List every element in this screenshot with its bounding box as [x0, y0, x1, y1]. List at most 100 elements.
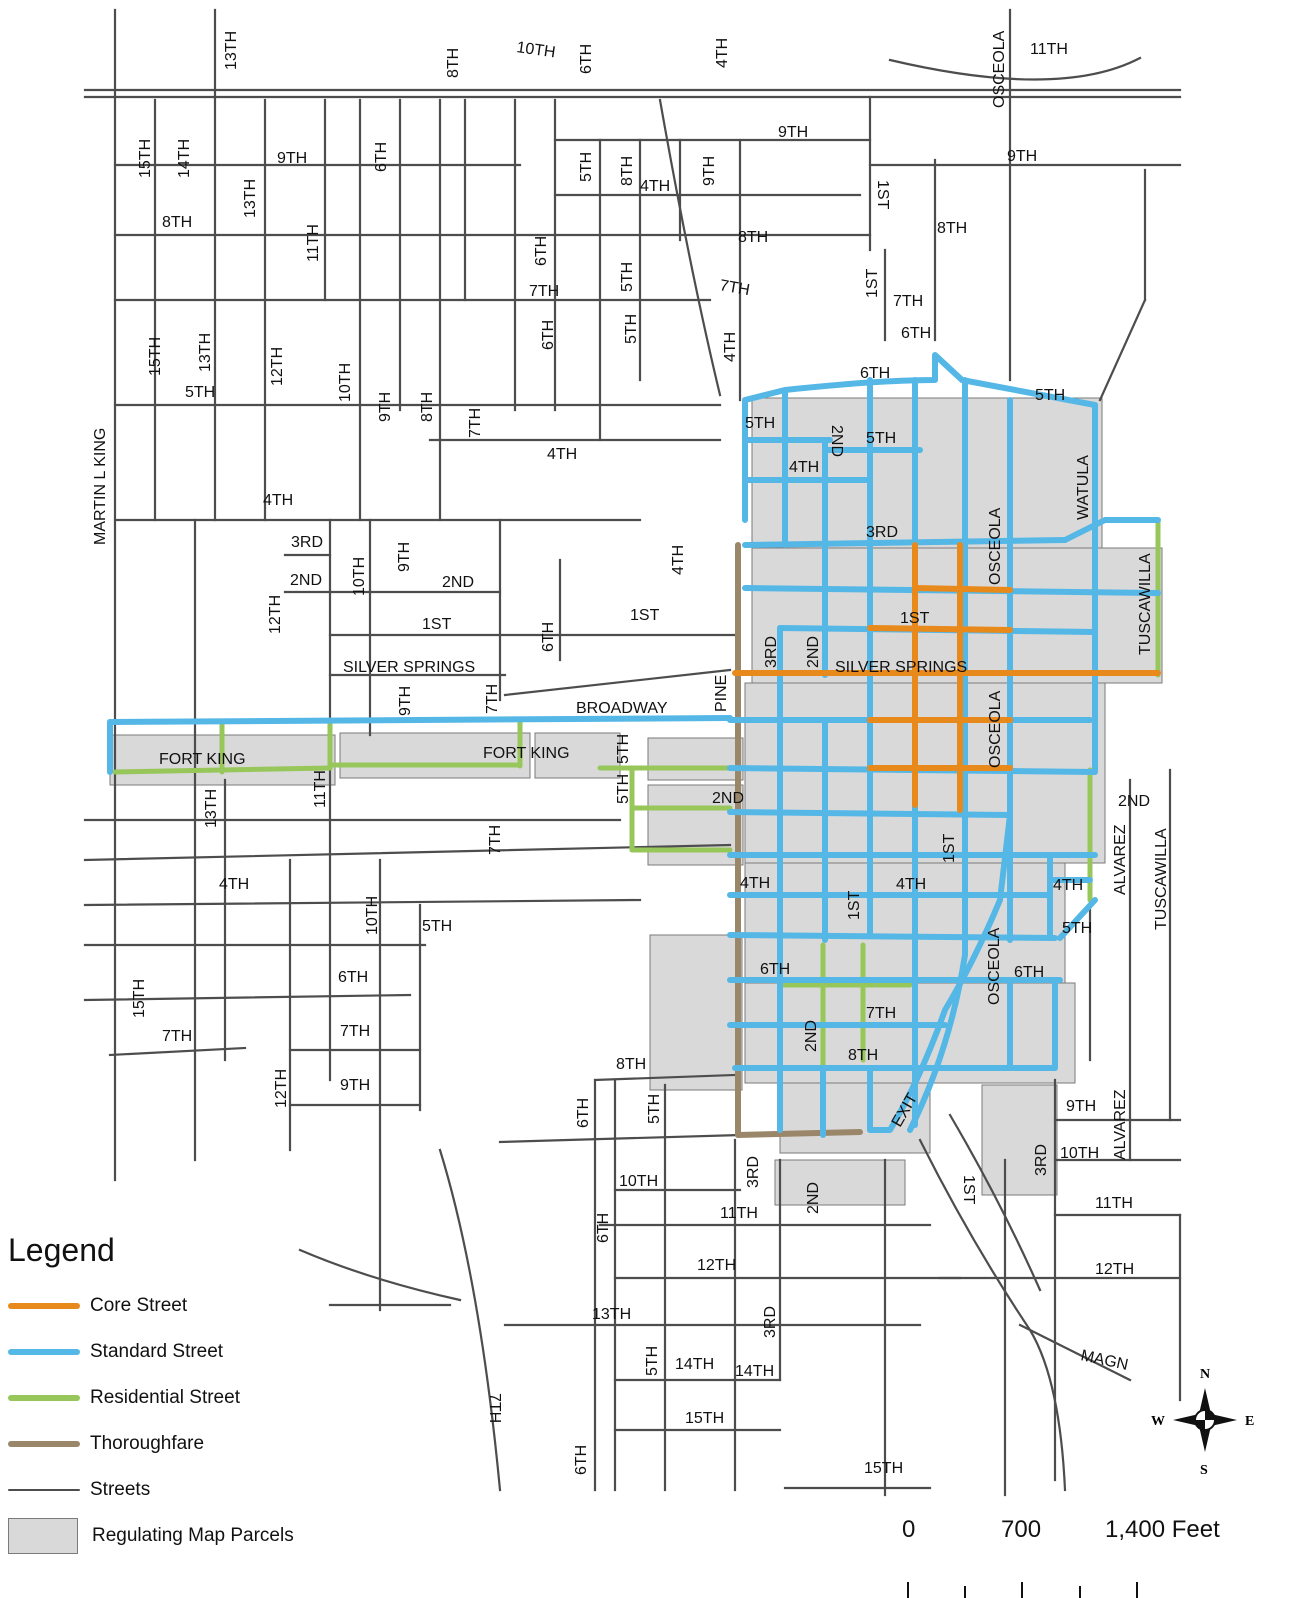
- street-label: 5TH: [615, 734, 632, 764]
- street-label: OSCEOLA: [987, 690, 1004, 768]
- street-label: 7TH: [893, 293, 923, 310]
- street-label: 4TH: [219, 876, 249, 893]
- street-label: 14TH: [735, 1363, 774, 1380]
- street-swatch-icon: [8, 1489, 80, 1491]
- street-label: 1ST: [846, 890, 863, 920]
- standard-street-swatch-icon: [8, 1349, 80, 1355]
- street-label: 8TH: [162, 214, 192, 231]
- thoroughfare-lines: [735, 542, 863, 1138]
- street-label: 6TH: [901, 325, 931, 342]
- street-label: SILVER SPRINGS: [343, 659, 475, 676]
- legend-item-thoroughfare: Thoroughfare: [8, 1421, 328, 1467]
- scale-bar: 0 700 1,400 Feet: [895, 1516, 1235, 1596]
- street-label: 3RD: [745, 1156, 762, 1188]
- street-label: 6TH: [540, 622, 557, 652]
- street-label: 2ND: [803, 1020, 820, 1052]
- street-label: 8TH: [848, 1047, 878, 1064]
- street-label: 9TH: [1066, 1098, 1096, 1115]
- core-street-swatch-icon: [8, 1303, 80, 1309]
- street-label: MAGN: [1079, 1347, 1129, 1374]
- street-label: 12TH: [697, 1257, 736, 1274]
- street-label: 7TH: [484, 684, 501, 714]
- legend-item-parcels: Regulating Map Parcels: [8, 1513, 328, 1559]
- street-label: 4TH: [896, 876, 926, 893]
- street-label: 7TH: [866, 1005, 896, 1022]
- parcel-swatch-icon: [8, 1518, 78, 1554]
- street-label: 5TH: [644, 1346, 661, 1376]
- street-label: 13TH: [223, 31, 240, 70]
- scale-bar-ticks: [907, 1582, 1138, 1598]
- street-label: 7TH: [162, 1028, 192, 1045]
- street-label: 13TH: [242, 179, 259, 218]
- compass-s: S: [1200, 1463, 1208, 1478]
- street-label: 1ST: [960, 1175, 977, 1205]
- street-label: 9TH: [277, 150, 307, 167]
- street-label: 4TH: [1053, 877, 1083, 894]
- street-label: 10TH: [515, 39, 556, 61]
- north-arrow: N S E W: [1151, 1367, 1254, 1478]
- thoroughfare-swatch-icon: [8, 1441, 80, 1447]
- scale-label-1400: 1,400 Feet: [1105, 1516, 1220, 1543]
- street-label: 5TH: [646, 1094, 663, 1124]
- street-label: 10TH: [1060, 1145, 1099, 1162]
- street-label: 6TH: [338, 969, 368, 986]
- street-label: 9TH: [397, 686, 414, 716]
- compass-n: N: [1200, 1367, 1210, 1382]
- street-label: 8TH: [616, 1056, 646, 1073]
- street-label: 4TH: [714, 38, 731, 68]
- street-label: 2ND: [290, 572, 322, 589]
- street-label: 13TH: [203, 789, 220, 828]
- street-label: 4TH: [670, 545, 687, 575]
- street-label: 9TH: [396, 542, 413, 572]
- street-label: 3RD: [762, 1306, 779, 1338]
- legend-item-residential: Residential Street: [8, 1375, 328, 1421]
- street-label: 5TH: [623, 314, 640, 344]
- street-label: OSCEOLA: [987, 507, 1004, 585]
- street-label: FORT KING: [159, 751, 246, 768]
- street-label: 6TH: [540, 320, 557, 350]
- street-label: 11TH: [720, 1205, 758, 1222]
- street-label: 4TH: [640, 178, 670, 195]
- street-label: 8TH: [937, 220, 967, 237]
- scale-label-700: 700: [1001, 1516, 1042, 1543]
- legend-item-streets: Streets: [8, 1467, 328, 1513]
- street-label: 6TH: [575, 1098, 592, 1128]
- street-label: 1ST: [874, 180, 891, 210]
- street-label: 3RD: [291, 534, 323, 551]
- street-label: 4TH: [740, 875, 770, 892]
- legend-title: Legend: [8, 1232, 115, 1268]
- street-label: 5TH: [1062, 920, 1092, 937]
- street-label: FORT KING: [483, 745, 570, 762]
- street-label: 10TH: [351, 557, 368, 596]
- street-label: 9TH: [778, 124, 808, 141]
- street-label: 2ND: [1118, 793, 1150, 810]
- street-label: 11TH: [1095, 1195, 1133, 1212]
- compass-w: W: [1151, 1414, 1165, 1429]
- street-label: 7TH: [487, 825, 504, 855]
- street-label: 7TH: [486, 1393, 503, 1423]
- legend-label: Regulating Map Parcels: [92, 1525, 294, 1546]
- street-label: 8TH: [738, 229, 768, 246]
- street-label: 2ND: [442, 574, 474, 591]
- street-label: 9TH: [340, 1077, 370, 1094]
- street-label: 2ND: [712, 790, 744, 807]
- street-label: 1ST: [941, 833, 958, 863]
- street-label: 10TH: [619, 1173, 658, 1190]
- legend-item-standard: Standard Street: [8, 1329, 328, 1375]
- street-label: 3RD: [1033, 1144, 1050, 1176]
- street-label: 7TH: [529, 283, 559, 300]
- street-label: 10TH: [364, 896, 381, 935]
- street-label: 5TH: [578, 152, 595, 182]
- street-label: 14TH: [675, 1356, 714, 1373]
- street-label: ALVAREZ: [1112, 824, 1129, 895]
- street-label: 8TH: [619, 156, 636, 186]
- street-label: 5TH: [422, 918, 452, 935]
- street-label: 11TH: [1030, 41, 1068, 58]
- street-label: 6TH: [595, 1213, 612, 1243]
- street-label: 9TH: [701, 156, 718, 186]
- street-label: 10TH: [337, 363, 354, 402]
- street-label: 8TH: [419, 392, 436, 422]
- street-label: 2ND: [805, 636, 822, 668]
- street-label: SILVER SPRINGS: [835, 659, 967, 676]
